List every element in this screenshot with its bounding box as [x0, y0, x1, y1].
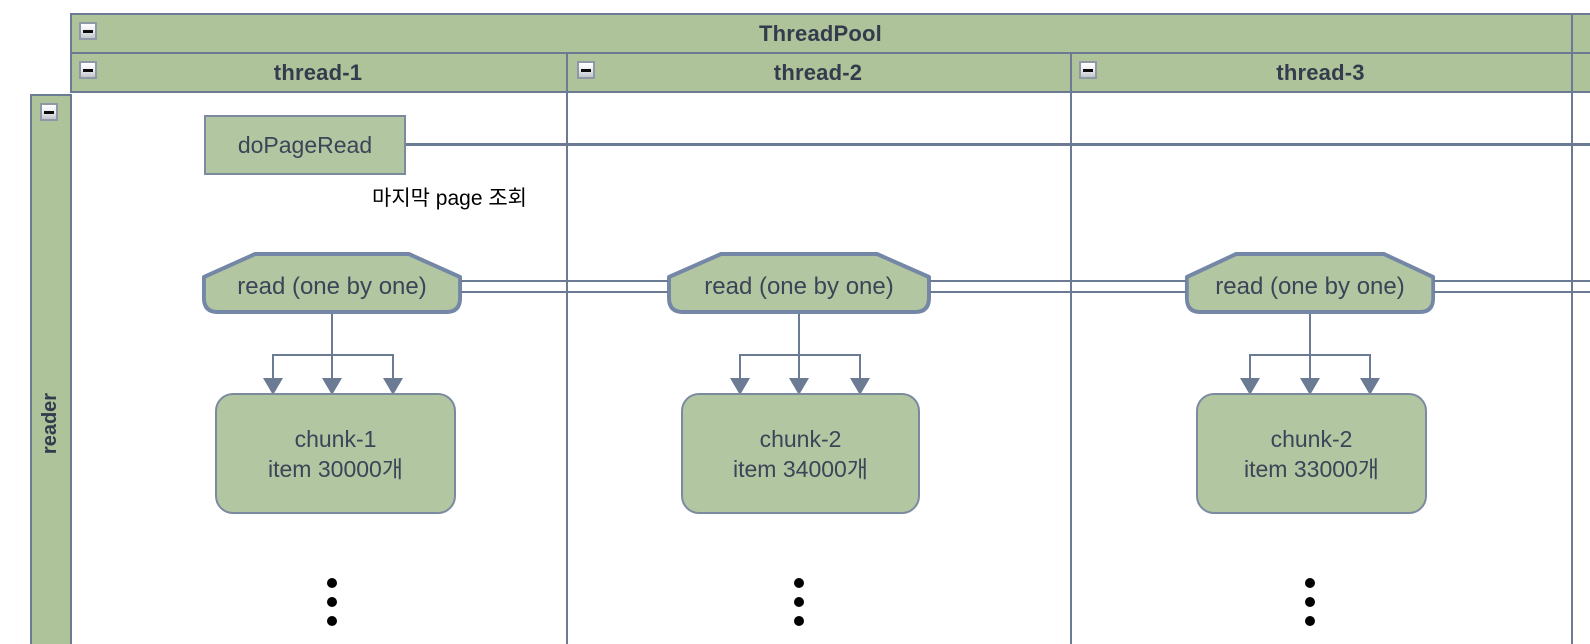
- arrowhead-down-icon: [1300, 378, 1320, 395]
- chunk-name: chunk-2: [759, 425, 842, 452]
- reader-lane-label: reader: [39, 392, 62, 454]
- arrowhead-down-icon: [850, 378, 870, 395]
- chunk-item-count: item 33000개: [1244, 455, 1379, 482]
- read-node-thread-2[interactable]: read (one by one): [666, 250, 932, 316]
- lane-header-thread-3[interactable]: thread-3: [1276, 59, 1365, 85]
- collapse-button-thread-1[interactable]: [79, 61, 97, 79]
- arrowhead-down-icon: [383, 378, 403, 395]
- dot: [327, 615, 337, 626]
- lane-header-bottom-border: [70, 91, 1590, 93]
- pool-header-divider: [70, 52, 1590, 54]
- ellipsis-icon: [794, 573, 804, 630]
- arrow-drop: [859, 354, 861, 380]
- lane-divider-right: [1571, 13, 1573, 644]
- arrowhead-down-icon: [1240, 378, 1260, 395]
- arrow-drop: [1369, 354, 1371, 380]
- link-edge-read2-read3: [930, 280, 1186, 293]
- lane-divider-2-3: [1070, 52, 1072, 644]
- dot: [327, 577, 337, 588]
- collapse-button-thread-2[interactable]: [577, 61, 595, 79]
- lane-header-thread-1[interactable]: thread-1: [273, 59, 363, 85]
- minus-icon: [83, 29, 93, 33]
- minus-icon: [83, 68, 93, 72]
- arrow-drop: [1249, 354, 1251, 380]
- reader-lane-top-border: [30, 94, 72, 96]
- chunk-name: chunk-2: [1270, 425, 1353, 452]
- chunk-name: chunk-1: [294, 425, 377, 452]
- arrow-stem: [798, 314, 800, 356]
- arrow-drop: [739, 354, 741, 380]
- dot: [1305, 615, 1315, 626]
- arrowhead-down-icon: [789, 378, 809, 395]
- arrowhead-down-icon: [730, 378, 750, 395]
- arrow-drop: [392, 354, 394, 380]
- arrowhead-down-icon: [322, 378, 342, 395]
- read-node-thread-1[interactable]: read (one by one): [201, 250, 463, 316]
- arrow-drop: [1309, 354, 1311, 380]
- reader-lane-fill: [32, 96, 70, 644]
- arrow-branch: [272, 354, 394, 356]
- minus-icon: [44, 110, 54, 114]
- arrowhead-down-icon: [263, 378, 283, 395]
- loop-limit-shape: [667, 252, 931, 314]
- lane-header-fill: [72, 54, 1590, 91]
- pool-header-fill: [72, 15, 1590, 52]
- read-node-thread-3[interactable]: read (one by one): [1184, 250, 1436, 316]
- dopageread-connector: [406, 143, 1590, 146]
- dot: [327, 596, 337, 607]
- dot: [794, 596, 804, 607]
- chunk-node-thread-1[interactable]: chunk-1 item 30000개: [215, 393, 456, 514]
- read-node-label: read (one by one): [704, 273, 894, 300]
- read-node-label: read (one by one): [1215, 273, 1405, 300]
- arrow-branch: [739, 354, 861, 356]
- ellipsis-icon: [1305, 573, 1315, 630]
- read-node-label: read (one by one): [237, 273, 427, 300]
- chunk-item-count: item 30000개: [268, 455, 403, 482]
- chunk-item-count: item 34000개: [733, 455, 868, 482]
- dot: [1305, 577, 1315, 588]
- lane-header-thread-2[interactable]: thread-2: [773, 59, 863, 85]
- loop-limit-shape: [1184, 252, 1436, 314]
- reader-lane-left-border: [30, 94, 32, 644]
- collapse-button-reader[interactable]: [40, 103, 58, 121]
- arrow-stem: [1309, 314, 1311, 356]
- minus-icon: [1083, 68, 1093, 72]
- lane-divider-1-2: [566, 52, 568, 644]
- link-edge-read3-right: [1434, 280, 1590, 293]
- dot: [794, 615, 804, 626]
- pool-left-border: [70, 13, 72, 93]
- ellipsis-icon: [327, 573, 337, 630]
- arrowhead-down-icon: [1360, 378, 1380, 395]
- reader-lane-right-border: [70, 94, 72, 644]
- chunk-node-thread-3[interactable]: chunk-2 item 33000개: [1196, 393, 1427, 514]
- minus-icon: [581, 68, 591, 72]
- collapse-button-pool[interactable]: [79, 22, 97, 40]
- dopageread-node[interactable]: doPageRead: [204, 115, 406, 175]
- chunk-node-thread-2[interactable]: chunk-2 item 34000개: [681, 393, 920, 514]
- link-edge-read1-read2: [461, 280, 668, 293]
- arrow-drop: [798, 354, 800, 380]
- collapse-button-thread-3[interactable]: [1079, 61, 1097, 79]
- arrow-stem: [331, 314, 333, 356]
- dot: [794, 577, 804, 588]
- loop-limit-shape: [201, 252, 463, 314]
- reader-lane-label-wrap: reader: [30, 94, 72, 644]
- dot: [1305, 596, 1315, 607]
- pool-title: ThreadPool: [758, 20, 882, 46]
- pool-top-border: [70, 13, 1590, 15]
- arrow-drop: [331, 354, 333, 380]
- arrow-drop: [272, 354, 274, 380]
- annotation-last-page-lookup: 마지막 page 조회: [372, 187, 527, 210]
